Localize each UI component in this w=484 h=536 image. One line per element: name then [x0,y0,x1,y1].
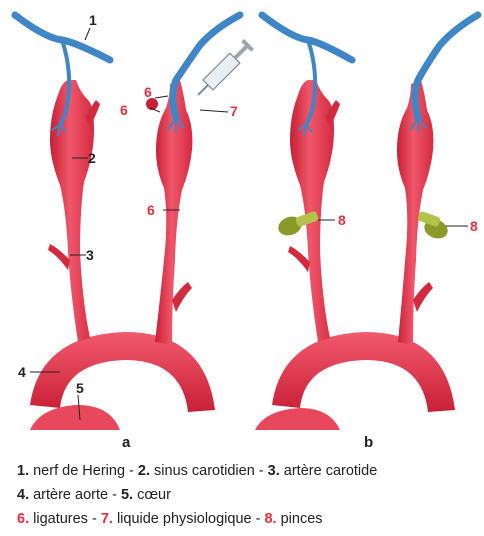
panel-label-a: a [122,434,131,451]
legend-text-8: pinces [277,511,323,527]
legend-num-6: 6. [17,511,29,527]
callout-6-mid: 6 [147,202,155,218]
legend-num-2: 2. [138,463,150,479]
diagram-figure: 1 2 3 4 5 6 6 6 7 8 8 a b [0,0,484,455]
aorta-arch-b [272,332,455,412]
panel-a [15,15,254,430]
carotid-right-sidebranch-b [413,282,433,312]
callout-4: 4 [18,364,26,380]
legend-text-6: ligatures - [29,511,101,527]
legend-num-7: 7. [101,511,113,527]
legend-num-1: 1. [17,463,29,479]
legend-num-4: 4. [17,487,29,503]
legend-text-3: artère carotide [280,463,378,479]
carotid-left-sidebranch-a [48,244,70,270]
legend-text-2: sinus carotidien - [150,463,268,479]
panel-b [255,15,478,430]
heart-a [30,405,120,430]
legend-line-2: 4. artère aorte - 5. cœur [17,487,477,503]
callout-8-left: 8 [338,212,346,228]
callout-2: 2 [88,150,96,166]
callout-7: 7 [230,103,238,119]
heart-b [255,408,340,430]
callout-1: 1 [89,12,97,28]
clamp-right-icon [417,211,450,242]
legend-line-3: 6. ligatures - 7. liquide physiologique … [17,511,477,527]
panel-label-b: b [364,434,373,451]
callout-8-right: 8 [470,218,478,234]
callout-6-left: 6 [120,102,128,118]
carotid-right-sidebranch-a [172,282,192,312]
legend-text-7: liquide physiologique - [113,511,265,527]
callout-5: 5 [76,380,84,396]
legend-text-4: artère aorte - [29,487,121,503]
legend-text-1: nerf de Hering - [29,463,138,479]
legend-num-8: 8. [264,511,276,527]
legend-text-5: cœur [133,487,171,503]
syringe-icon [193,39,254,100]
legend-num-3: 3. [268,463,280,479]
legend-num-5: 5. [121,487,133,503]
callout-3: 3 [86,247,94,263]
nerve-hering-b1 [262,15,352,60]
carotid-left-sidebranch-b [288,246,310,272]
callout-6-top: 6 [144,84,152,100]
legend-line-1: 1. nerf de Hering - 2. sinus carotidien … [17,463,477,479]
